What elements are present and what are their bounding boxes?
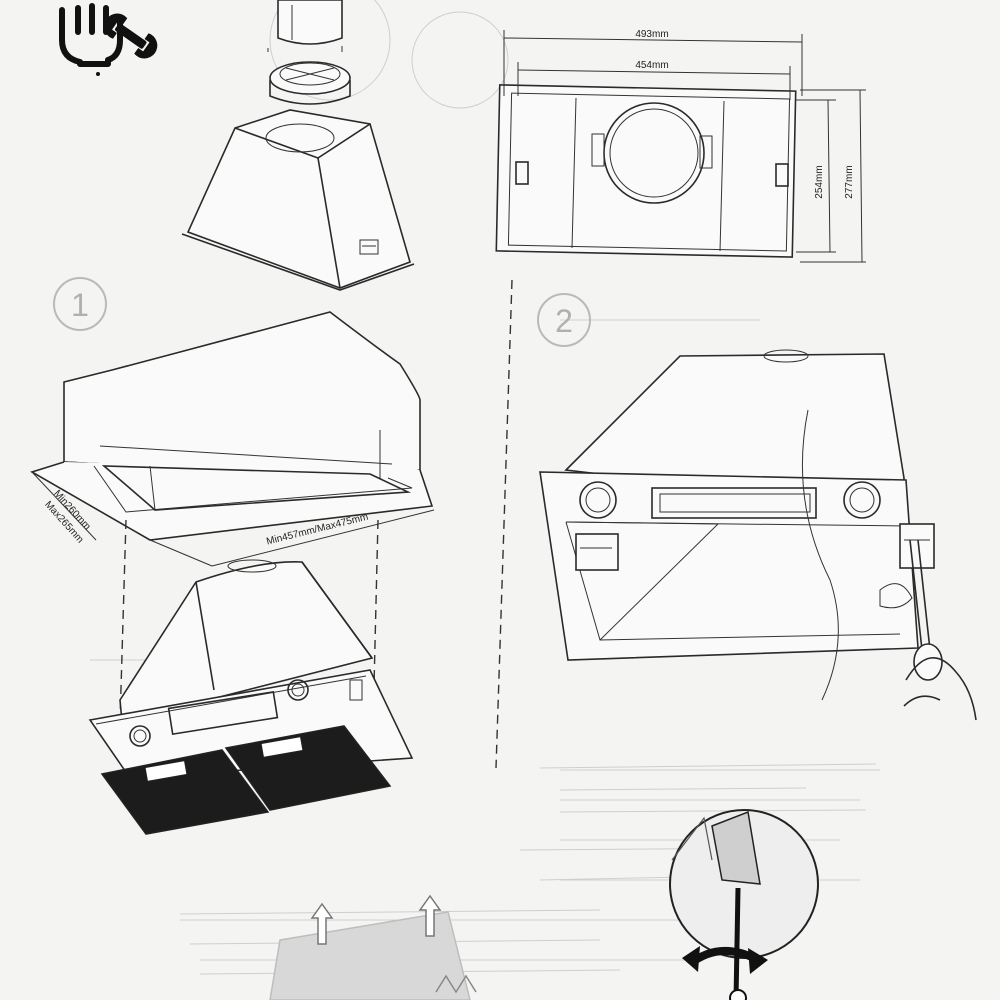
grease-filter-right [224, 725, 392, 811]
dim-outer-width: 493mm [635, 29, 668, 40]
dim-inner-depth: 254mm [814, 165, 825, 198]
step-1-badge: 1 [53, 277, 107, 331]
outlet-flange [269, 61, 351, 105]
guide-line-left [119, 519, 127, 723]
hood-unit-with-filters [88, 559, 414, 835]
top-view-drawing: 493mm 454mm 254mm 277mm [495, 29, 866, 263]
hood-body-top [181, 109, 415, 291]
filter-lift-arrows [269, 894, 477, 1000]
dim-outer-depth: 277mm [844, 165, 855, 198]
grease-filter-left [100, 749, 270, 835]
step-1-number: 1 [71, 287, 89, 323]
section-divider [495, 279, 513, 769]
screwdriver-hand [903, 539, 977, 721]
hand-wrench-icon [59, 3, 158, 76]
cabinet-cutout: Min260mm Max265mm Min457mm/Max475mm [30, 311, 435, 567]
step-2-badge: 2 [537, 293, 591, 347]
exploded-hood-assembly [181, 0, 415, 291]
duct-pipe [267, 0, 343, 52]
guide-line-right [373, 519, 379, 687]
step-2-number: 2 [555, 303, 573, 339]
dim-inner-width: 454mm [635, 60, 668, 71]
detail-rotation-circle [669, 809, 819, 1000]
hood-installed-view [539, 349, 977, 721]
rotate-arrow-icon [687, 946, 760, 968]
